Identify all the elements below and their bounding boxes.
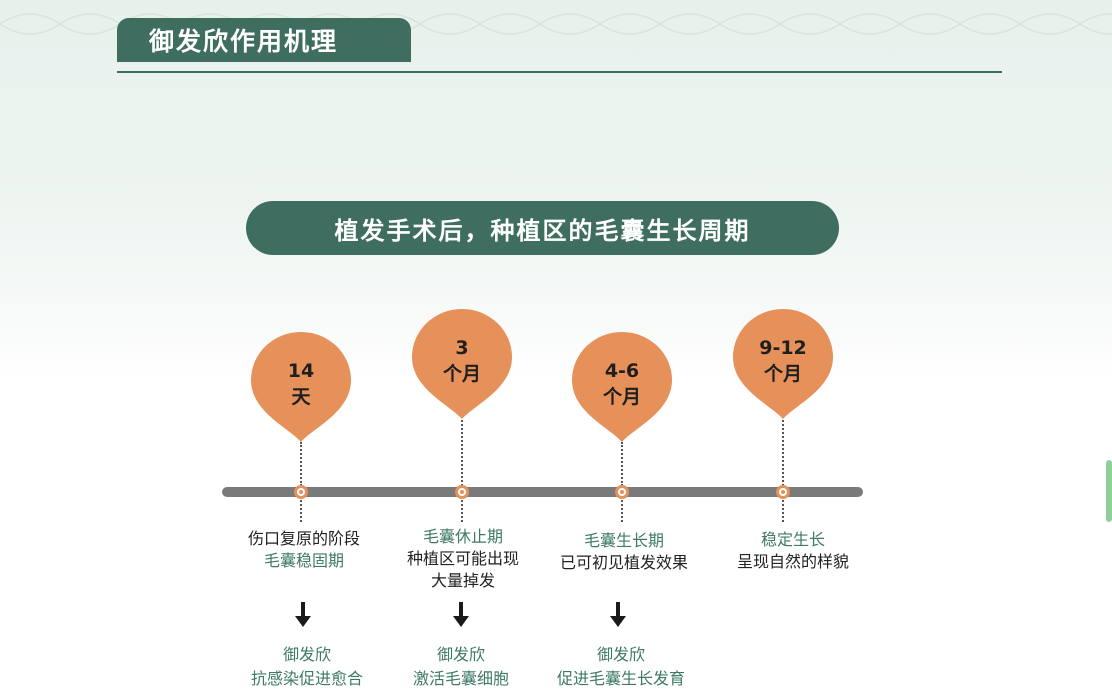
stage-result: 御发欣 激活毛囊细胞 [371,643,551,691]
pin-shape [412,309,512,419]
pin-value: 4-6 [604,360,640,382]
result-effect: 促进毛囊生长发育 [556,669,685,688]
section-heading: 植发手术后，种植区的毛囊生长周期 [334,216,751,245]
pin-value: 3 [455,337,469,359]
connector-line [461,420,463,486]
scrollbar-thumb[interactable] [1106,460,1112,522]
connector-line [782,500,784,522]
pin-value: 9-12 [759,337,807,359]
stage-pin-14-days: 14 天 [251,332,351,466]
down-arrow-icon [453,602,469,627]
caption-line: 已可初见植发效果 [559,553,688,572]
stage-pin-9-12-months: 9-12 个月 [733,309,833,443]
caption-line: 稳定生长 [760,530,825,549]
pin-shape [251,332,351,442]
timeline-node-icon [455,485,469,499]
connector-line [300,442,302,486]
pin-unit: 天 [291,386,311,408]
caption-line: 毛囊休止期 [422,527,503,546]
connector-line [621,500,623,522]
title-divider [117,71,1002,73]
caption-line: 呈现自然的样貌 [736,552,849,571]
connector-line [461,500,463,522]
timeline-node-icon [615,485,629,499]
page-title-tab: 御发欣作用机理 [117,18,411,62]
stage-caption: 毛囊生长期 已可初见植发效果 [534,530,714,574]
result-brand: 御发欣 [436,645,485,664]
timeline-bar [222,487,863,497]
down-arrow-icon [610,602,626,627]
caption-line: 伤口复原的阶段 [247,529,360,548]
section-heading-pill: 植发手术后，种植区的毛囊生长周期 [246,201,839,255]
result-brand: 御发欣 [282,645,331,664]
timeline-node-icon [294,485,308,499]
pin-shape [733,309,833,419]
pin-shape [572,332,672,442]
caption-line: 大量掉发 [430,571,495,590]
result-effect: 抗感染促进愈合 [250,669,363,688]
pin-unit: 个月 [442,363,481,385]
stage-result: 御发欣 促进毛囊生长发育 [531,643,711,691]
stage-caption: 毛囊休止期 种植区可能出现 大量掉发 [373,526,553,592]
caption-line: 毛囊生长期 [583,531,664,550]
caption-line: 种植区可能出现 [406,549,519,568]
stage-caption: 伤口复原的阶段 毛囊稳固期 [214,528,394,572]
stage-caption: 稳定生长 呈现自然的样貌 [703,529,883,573]
pin-value: 14 [287,360,315,382]
connector-line [782,420,784,486]
caption-line: 毛囊稳固期 [263,551,344,570]
stage-pin-3-months: 3 个月 [412,309,512,443]
pin-unit: 个月 [763,363,802,385]
down-arrow-icon [295,602,311,627]
stage-pin-4-6-months: 4-6 个月 [572,332,672,466]
pin-unit: 个月 [602,386,641,408]
stage-result: 御发欣 抗感染促进愈合 [217,643,397,691]
page-title: 御发欣作用机理 [149,27,339,56]
timeline-node-icon [776,485,790,499]
result-brand: 御发欣 [596,645,645,664]
connector-line [621,442,623,486]
connector-line [300,500,302,522]
result-effect: 激活毛囊细胞 [412,669,509,688]
